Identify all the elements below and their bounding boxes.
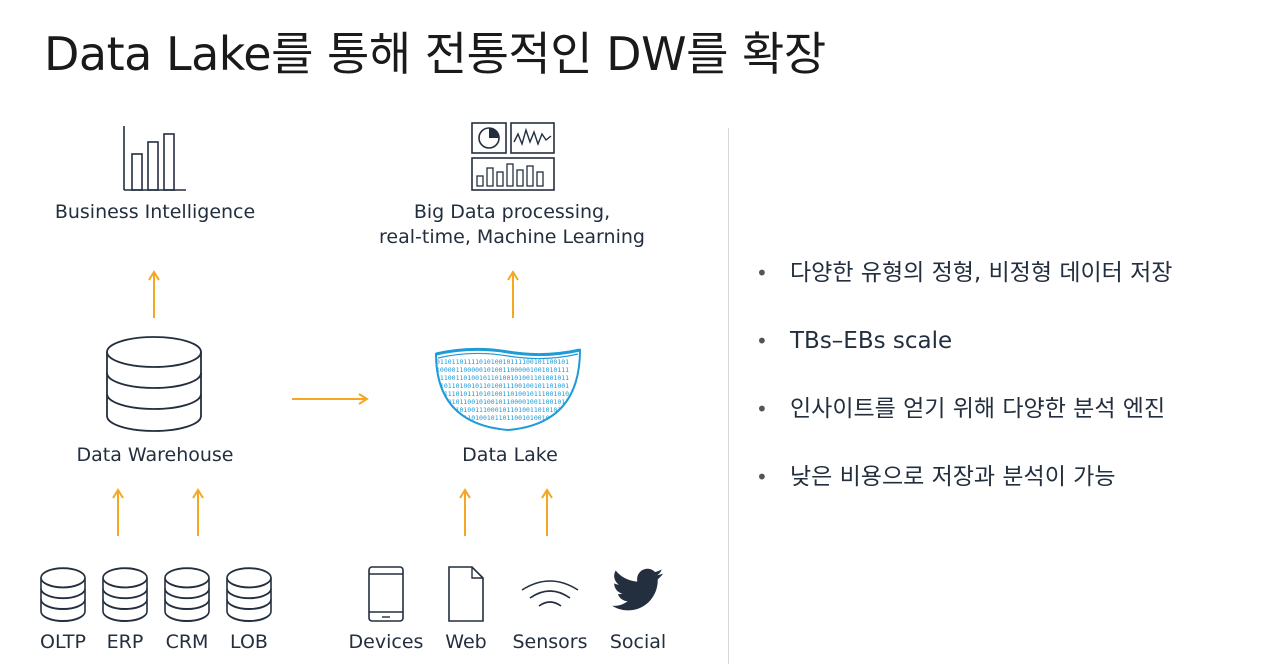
source-label-crm: CRM <box>165 631 209 653</box>
feature-bullet-list: • 다양한 유형의 정형, 비정형 데이터 저장 • TBs–EBs scale •… <box>752 262 1280 534</box>
source-label-sensors: Sensors <box>512 631 588 653</box>
data-warehouse-icon <box>106 336 202 432</box>
arrow-dw-to-lake <box>292 393 369 405</box>
data-warehouse-label: Data Warehouse <box>76 444 234 466</box>
svg-text:100001100000101001100000100101: 1000011000001010011000001001010111 <box>436 366 569 374</box>
svg-text:011001101001011010010100110100: 0110011010010110100101001101001011 <box>436 374 569 382</box>
svg-text:011011011110101001011110010110: 0110110111101010010111100101100101 <box>436 358 569 366</box>
arrow-sources-to-dw-left <box>112 489 124 537</box>
source-label-lob: LOB <box>230 631 268 653</box>
bar-chart-icon <box>123 126 186 191</box>
crm-database-icon <box>164 567 210 622</box>
svg-text:110110100101101001110010010110: 1101101001011010011100100101101001 <box>436 382 569 390</box>
bullet-item: • 다양한 유형의 정형, 비정형 데이터 저장 <box>752 262 1280 285</box>
bullet-dot-icon: • <box>756 261 768 285</box>
twitter-bird-icon <box>612 568 664 611</box>
dashboard-icon <box>471 122 555 191</box>
arrow-dw-to-bi <box>148 271 160 319</box>
bullet-item: • 인사이트를 얻기 위해 다양한 분석 엔진 <box>752 398 1280 421</box>
mobile-device-icon <box>368 566 404 622</box>
bullet-dot-icon: • <box>756 329 768 353</box>
bullet-dot-icon: • <box>756 397 768 421</box>
arrow-lake-to-bigdata <box>507 271 519 319</box>
sensor-wave-icon <box>521 580 579 607</box>
erp-database-icon <box>102 567 148 622</box>
svg-text:101001011010010110110010100101: 1010010110100101101100101001011001 <box>436 414 569 422</box>
arrow-sources-to-lake-right <box>541 489 553 537</box>
oltp-database-icon <box>40 567 86 622</box>
bullet-text: 다양한 유형의 정형, 비정형 데이터 저장 <box>790 260 1173 286</box>
data-lake-icon: 0110110111101010010111100101100101 10000… <box>434 347 582 432</box>
source-label-oltp: OLTP <box>40 631 86 653</box>
big-data-label-line2: real-time, Machine Learning <box>379 226 645 248</box>
source-label-social: Social <box>609 631 667 653</box>
business-intelligence-label: Business Intelligence <box>54 201 256 223</box>
bullet-item: • 낮은 비용으로 저장과 분석이 가능 <box>752 466 1280 489</box>
arrow-sources-to-dw-right <box>192 489 204 537</box>
source-label-web: Web <box>445 631 487 653</box>
lob-database-icon <box>226 567 272 622</box>
svg-text:110010110010100101100001001100: 1100101100101001011000010011001011 <box>436 398 569 406</box>
bullet-item: • TBs–EBs scale <box>752 330 1280 353</box>
arrow-sources-to-lake-left <box>459 489 471 537</box>
web-page-icon <box>448 566 484 622</box>
source-label-erp: ERP <box>106 631 144 653</box>
page-title: Data Lake를 통해 전통적인 DW를 확장 <box>44 27 826 81</box>
bullet-text: TBs–EBs scale <box>790 328 953 354</box>
svg-text:010111010011100010110100110101: 0101110100111000101101001101010110 <box>436 406 569 414</box>
source-label-devices: Devices <box>348 631 424 653</box>
bullet-dot-icon: • <box>756 465 768 489</box>
column-divider <box>728 128 729 664</box>
bullet-text: 낮은 비용으로 저장과 분석이 가능 <box>790 464 1116 490</box>
data-lake-label: Data Lake <box>462 444 558 466</box>
svg-text:001110101110101001101001011100: 0011101011101010011010010111001010 <box>436 390 569 398</box>
big-data-label-line1: Big Data processing, <box>413 201 611 223</box>
bullet-text: 인사이트를 얻기 위해 다양한 분석 엔진 <box>790 396 1166 422</box>
